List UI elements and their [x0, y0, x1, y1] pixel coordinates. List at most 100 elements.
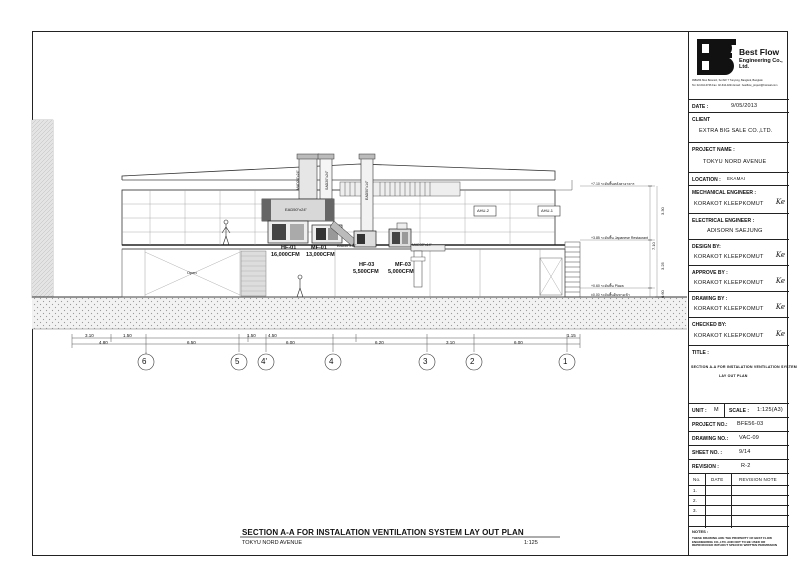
drawing-title: SECTION A-A FOR INSTALATION VENTILATION … — [242, 528, 524, 537]
unit-value: M — [714, 407, 719, 413]
drawing-by-value: KORAKOT KLEEPKOMUT — [694, 306, 764, 312]
project-name-value: TOKYU NORD AVENUE — [703, 159, 767, 165]
sheet-no-value: 9/14 — [739, 449, 751, 455]
company-logo — [697, 39, 736, 75]
unit-label: UNIT : — [692, 408, 707, 414]
mech-value: KORAKOT KLEEPKOMUT — [694, 201, 764, 207]
vdim-4: 0.60 — [660, 290, 665, 298]
checked-value: KORAKOT KLEEPKOMUT — [694, 333, 764, 339]
grid-5: 5 — [235, 357, 240, 366]
title-value-2: LAY OUT PLAN — [719, 374, 748, 378]
person-figure-upper — [221, 219, 231, 246]
dim-top-3: 1.50 — [247, 333, 256, 338]
scale-value: 1:125(A3) — [757, 407, 783, 413]
grid-2: 2 — [470, 357, 475, 366]
title-label: TITLE : — [692, 350, 709, 356]
ahu-1-label: AHU-1 — [541, 208, 554, 213]
approve-value: KORAKOT KLEEPKOMUT — [694, 280, 764, 286]
row-unit-scale: UNIT : M SCALE : 1:125(A3) — [689, 403, 789, 418]
void-label: Open — [187, 270, 197, 275]
signature-icon: Ke — [775, 198, 785, 206]
location-value: EKAMAI — [727, 176, 746, 181]
company-logo-block: Best Flow Engineering Co., Ltd. 998/264 … — [689, 31, 789, 95]
hf-03-label: HF-03 — [359, 262, 375, 268]
revision-row-1: 1. — [689, 485, 789, 495]
signature-icon: Ke — [775, 251, 785, 259]
drawing-no-value: VAC-09 — [739, 435, 760, 441]
company-name-2: Engineering Co., Ltd. — [739, 58, 783, 70]
row-location: LOCATION : EKAMAI — [689, 172, 789, 185]
mf-01-label: MF-01 — [311, 245, 327, 251]
scale-label: SCALE : — [729, 408, 749, 414]
elec-value: ADISORN SAEJUNG — [707, 228, 763, 234]
row-title: TITLE : SECTION A-A FOR INSTALATION VENT… — [689, 345, 797, 403]
ahu-1 — [537, 205, 561, 217]
drawing-by-label: DRAWING BY : — [692, 296, 728, 302]
hf-01-label: HF-01 — [281, 245, 297, 251]
grid-markers — [137, 352, 576, 371]
duct-label-ead1: EAD50"x24" — [285, 207, 307, 212]
dimension-lines — [71, 334, 581, 352]
row-drawing-no: DRAWING NO.: VAC-09 — [689, 431, 789, 445]
vdim-2: 7.10 — [651, 242, 656, 250]
dim-top-5: 6.20 — [375, 340, 384, 345]
level-ground: ±0.00 ระดับพื้นดินทางเข้า — [591, 293, 630, 297]
signature-icon: Ke — [775, 303, 785, 311]
row-drawing-by: DRAWING BY : KORAKOT KLEEPKOMUT Ke — [689, 291, 789, 317]
mf-01-cfm: 13,000CFM — [306, 252, 335, 258]
level-lines — [580, 185, 658, 298]
stair — [564, 241, 581, 298]
revision-row-4 — [689, 515, 789, 526]
design-value: KORAKOT KLEEPKOMUT — [694, 254, 764, 260]
elec-label: ELECTRICAL ENGINEER : — [692, 218, 755, 224]
design-label: DESIGN BY: — [692, 244, 721, 250]
company-address: 998/264 Moo Boonsiri, Soi 8/2 7 Tunyong,… — [692, 79, 763, 82]
company-name: Best Flow — [739, 47, 780, 57]
ead-drop — [413, 250, 423, 288]
notes-text: THESE DRAWING ARE THE PROPERTY OF BEST F… — [692, 536, 778, 548]
dim-top-2: 1.50 — [123, 333, 132, 338]
grid-4p: 4' — [261, 357, 267, 366]
level-roof: +7.10 ระดับพื้นหลังคาอาคาร — [591, 182, 635, 186]
mf-03-label: MF-03 — [395, 262, 411, 268]
row-project-no: PROJECT NO.: BFE56-03 — [689, 417, 789, 431]
mech-label: MECHANICAL ENGINEER : — [692, 190, 757, 196]
open-void — [144, 251, 563, 296]
revision-row-2: 2. — [689, 495, 789, 505]
project-no-label: PROJECT NO.: — [692, 422, 728, 428]
row-mech-engineer: MECHANICAL ENGINEER : KORAKOT KLEEPKOMUT… — [689, 185, 789, 213]
rev-col-date: DATE — [711, 477, 724, 482]
grid-1: 1 — [563, 357, 568, 366]
grid-3: 3 — [423, 357, 428, 366]
row-project-name: PROJECT NAME : TOKYU NORD AVENUE — [689, 142, 789, 172]
row-approve-by: APPROVE BY : KORAKOT KLEEPKOMUT Ke — [689, 265, 789, 291]
mad-horizontal — [410, 244, 446, 252]
row-elec-engineer: ELECTRICAL ENGINEER : ADISORN SAEJUNG — [689, 213, 789, 239]
revision-row-3: 3. — [689, 505, 789, 515]
hf-03-cfm: 5,500CFM — [353, 269, 379, 275]
dim-top-6: 3.10 — [446, 340, 455, 345]
duct-label-mad2: MAD30"x14" — [412, 243, 432, 247]
dim-bot-3: 6.00 — [286, 340, 295, 345]
dim-top-7: 6.00 — [514, 340, 523, 345]
duct-label-ead2: EAD50"x18" — [337, 244, 357, 248]
grid-6: 6 — [142, 357, 147, 366]
hf-01-cfm: 16,000CFM — [271, 252, 300, 258]
title-block: Best Flow Engineering Co., Ltd. 998/264 … — [688, 31, 797, 556]
checked-label: CHECKED BY: — [692, 322, 727, 328]
row-date: DATE : 9/05/2013 — [689, 99, 789, 112]
row-sheet-no: SHEET NO. : 9/14 — [689, 445, 789, 459]
mf-03-cfm: 5,000CFM — [388, 269, 414, 275]
dim-bot-2: 6.50 — [187, 340, 196, 345]
client-value: EXTRA BIG SALE CO.,LTD. — [699, 128, 773, 134]
revision-table-header: No. DATE REVISION NOTE — [689, 473, 789, 528]
title-value: SECTION A-A FOR INSTALATION VENTILATION … — [691, 365, 797, 369]
signature-icon: Ke — [775, 277, 785, 285]
dim-top-4: 4.50 — [268, 333, 277, 338]
date-value: 9/05/2013 — [731, 103, 758, 109]
ahu-2 — [473, 205, 497, 217]
sheet-no-label: SHEET NO. : — [692, 450, 723, 456]
client-label: CLIENT — [692, 117, 711, 123]
